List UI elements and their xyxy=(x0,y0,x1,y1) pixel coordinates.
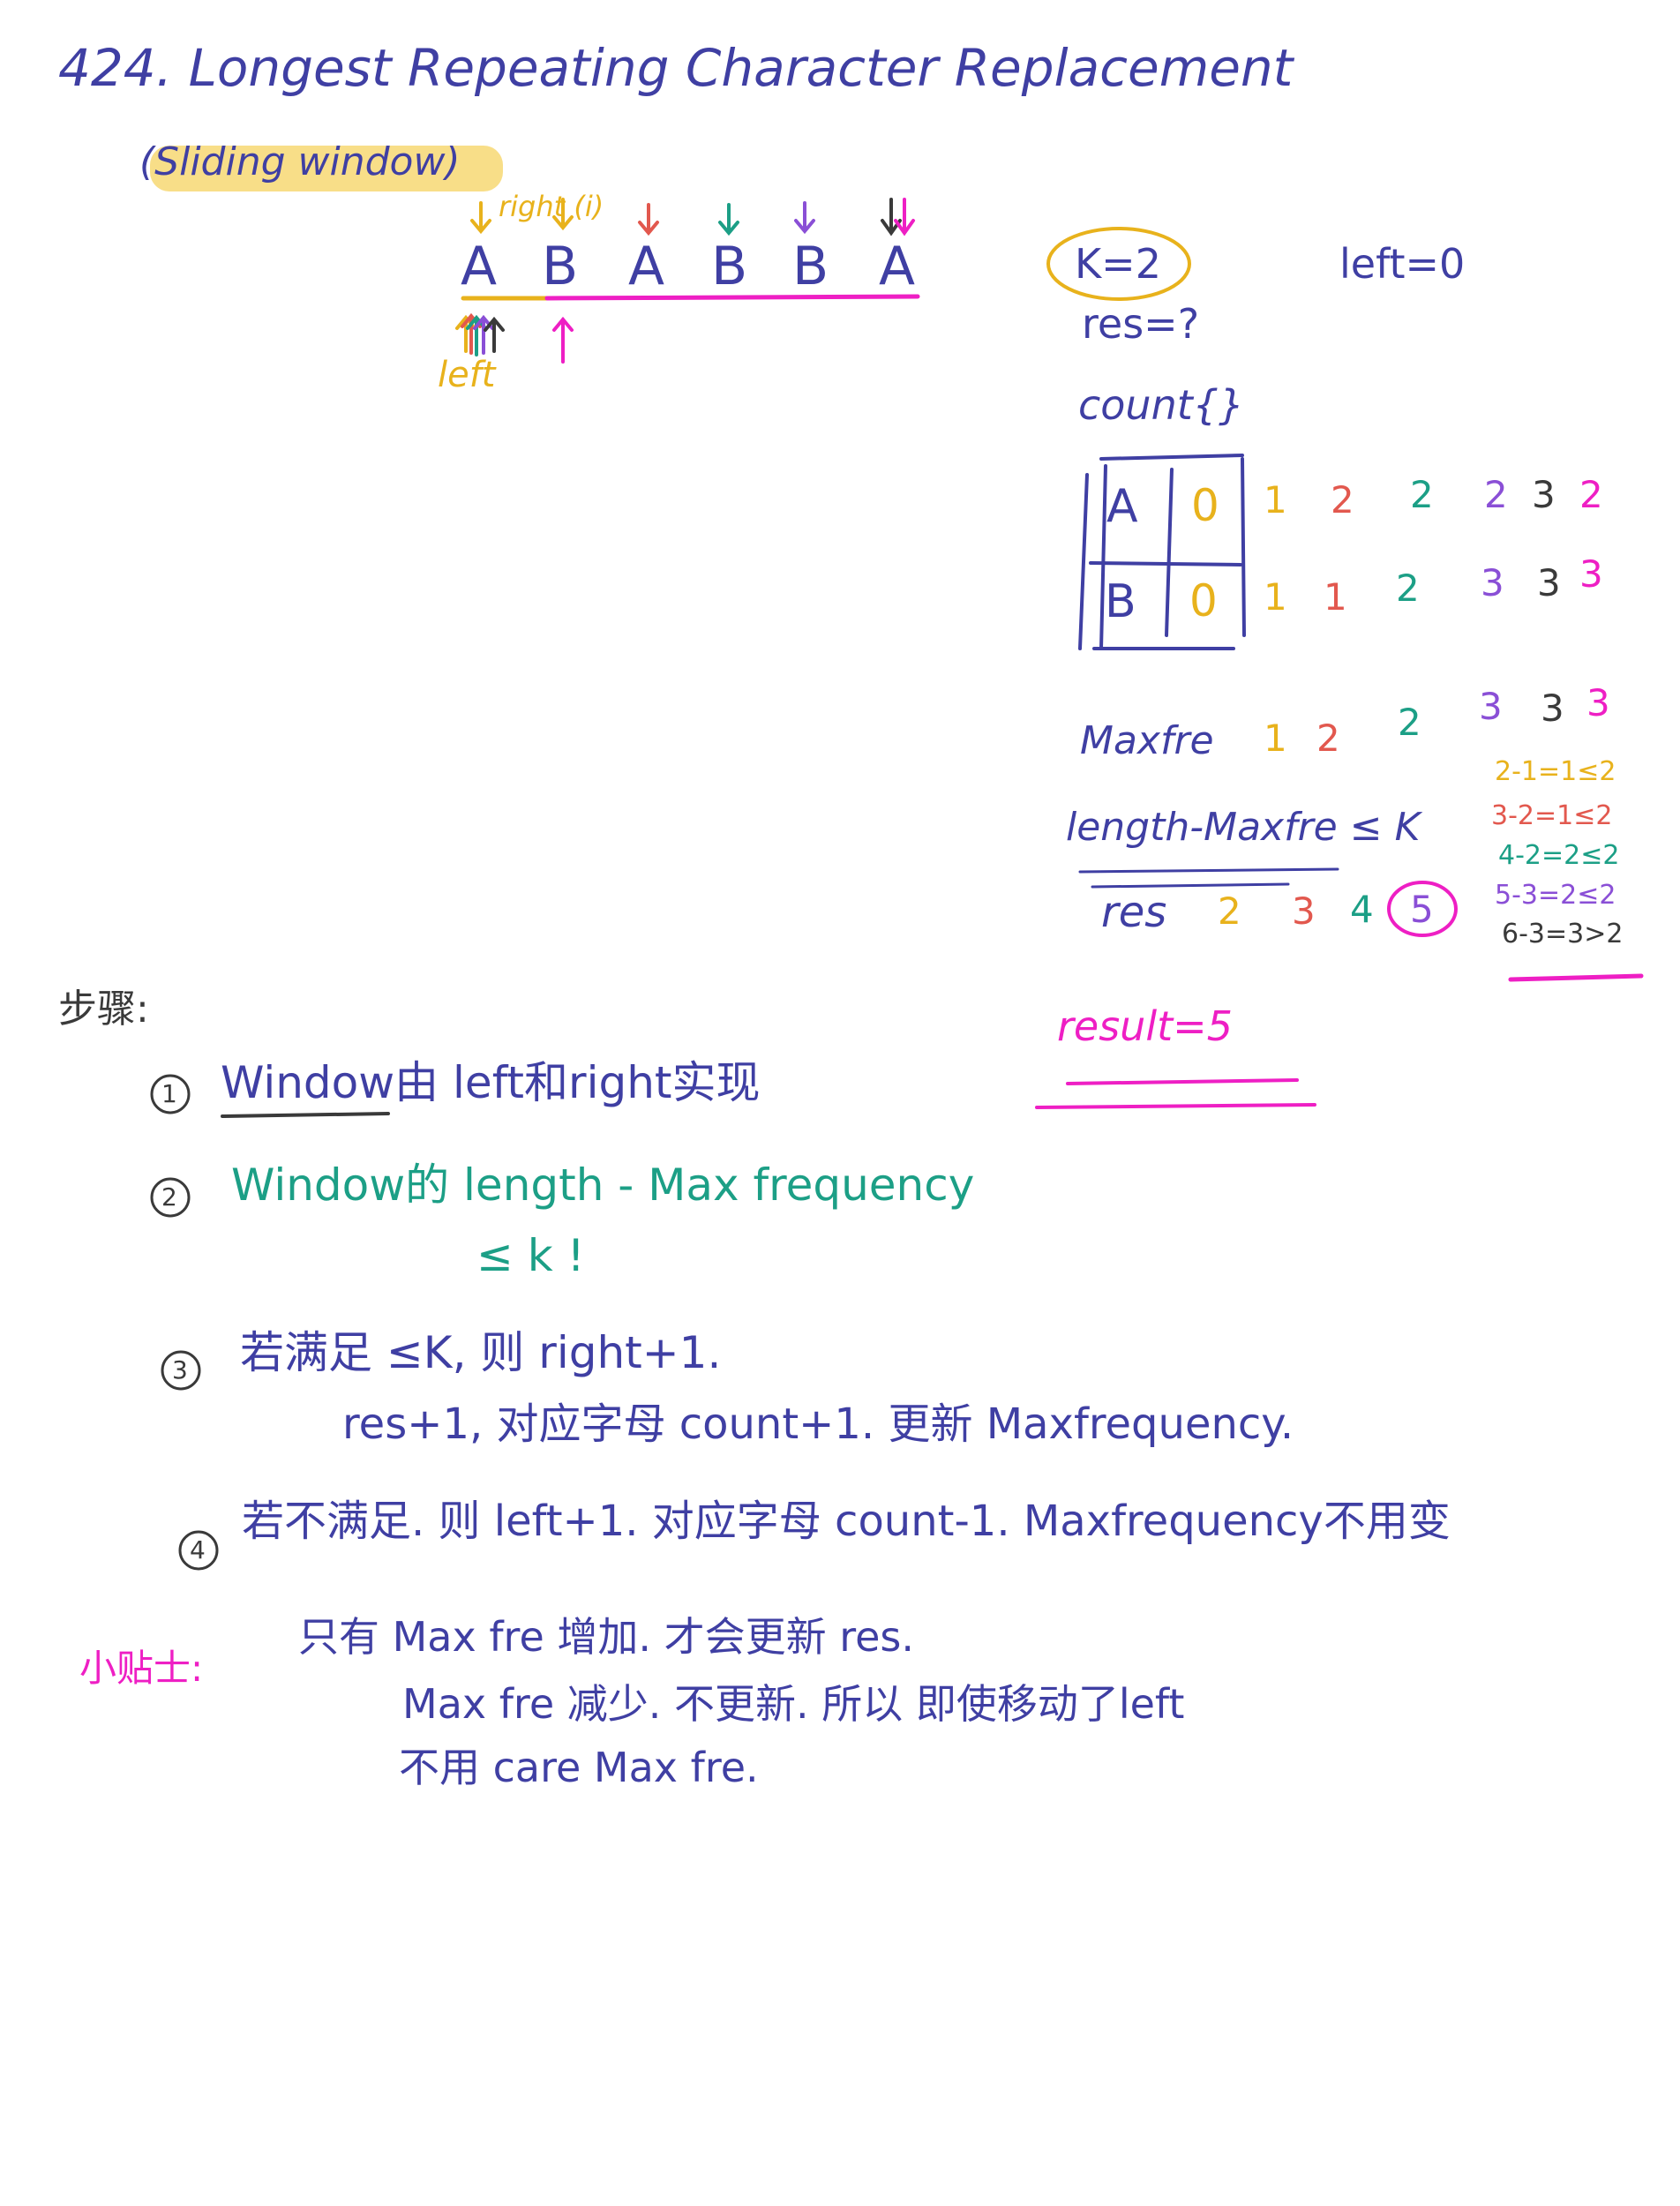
count-init-b: 0 xyxy=(1189,575,1218,627)
maxfre-4: 3 xyxy=(1479,685,1503,728)
step-3-text: 若满足 ≤K, 则 right+1. xyxy=(240,1327,722,1378)
count-b-4: 3 xyxy=(1481,561,1504,604)
subtitle: (Sliding window) xyxy=(139,139,461,184)
res-3: 4 xyxy=(1350,888,1374,931)
k-circle xyxy=(1046,227,1191,301)
count-a-2: 2 xyxy=(1331,478,1354,521)
right-arrows xyxy=(470,198,915,236)
count-letter-a: A xyxy=(1106,480,1138,533)
condition-label: length-Maxfre ≤ K xyxy=(1066,805,1421,850)
letter-4: B xyxy=(792,236,829,297)
count-a-3: 2 xyxy=(1410,473,1434,516)
step-circles xyxy=(150,1074,219,1571)
step-2-number: 2 xyxy=(161,1182,177,1212)
res-1: 2 xyxy=(1218,889,1241,933)
check-1: 2-1=1≤2 xyxy=(1495,756,1616,787)
tips-label: 小贴士: xyxy=(79,1647,204,1690)
count-a-4: 2 xyxy=(1484,473,1508,516)
letter-1: B xyxy=(542,236,579,297)
count-init-a: 0 xyxy=(1191,480,1219,531)
letter-3: B xyxy=(711,236,748,297)
maxfre-2: 2 xyxy=(1316,717,1340,760)
subtitle-highlight xyxy=(150,146,503,191)
step-1-number: 1 xyxy=(161,1079,177,1108)
count-b-2: 1 xyxy=(1324,575,1347,619)
step-3-number: 3 xyxy=(172,1355,188,1384)
letter-0: A xyxy=(461,236,498,297)
maxfre-6: 3 xyxy=(1586,681,1610,724)
res-5-circle xyxy=(1387,881,1458,937)
window-range-line xyxy=(544,294,920,301)
count-table-lines xyxy=(1078,454,1246,650)
count-a-6: 2 xyxy=(1579,473,1603,516)
left-arrows xyxy=(455,312,574,364)
maxfre-label: Maxfre xyxy=(1080,718,1214,763)
count-a-1: 1 xyxy=(1264,478,1287,521)
step-1-text: Window由 left和right实现 xyxy=(221,1057,761,1108)
left-pointer-label: left xyxy=(438,355,496,395)
letter-2: A xyxy=(628,236,665,297)
count-label: count{} xyxy=(1078,381,1245,429)
maxfre-1: 1 xyxy=(1264,717,1287,760)
count-b-6: 3 xyxy=(1579,552,1603,596)
left-init: left=0 xyxy=(1339,240,1466,288)
check-2: 3-2=1≤2 xyxy=(1491,800,1613,831)
check-5: 6-3=3>2 xyxy=(1502,919,1624,949)
count-b-5: 3 xyxy=(1537,561,1561,604)
res-init: res=? xyxy=(1082,300,1200,348)
page-title: 424. Longest Repeating Character Replace… xyxy=(58,38,1294,98)
res-label: res xyxy=(1101,888,1167,937)
count-a-5: 3 xyxy=(1532,473,1556,516)
steps-heading: 步骤: xyxy=(58,987,149,1032)
maxfre-5: 3 xyxy=(1541,687,1564,730)
step-3-text-cont: res+1, 对应字母 count+1. 更新 Maxfrequency. xyxy=(342,1399,1294,1449)
step-2-text-cont: ≤ k ! xyxy=(476,1230,585,1281)
maxfre-3: 2 xyxy=(1398,701,1421,744)
count-b-3: 2 xyxy=(1396,567,1420,610)
k-value: K=2 xyxy=(1075,240,1161,288)
check-4: 5-3=2≤2 xyxy=(1495,880,1616,911)
count-b-1: 1 xyxy=(1264,575,1287,619)
step-4-number: 4 xyxy=(190,1535,206,1564)
tip-line-3: 不用 care Max fre. xyxy=(399,1744,759,1791)
tip-line-1: 只有 Max fre 增加. 才会更新 res. xyxy=(298,1613,915,1661)
res-2: 3 xyxy=(1292,889,1316,933)
step-2-text: Window的 length - Max frequency xyxy=(231,1159,975,1211)
tip-line-2: Max fre 减少. 不更新. 所以 即使移动了left xyxy=(402,1680,1185,1728)
check-3: 4-2=2≤2 xyxy=(1498,840,1620,871)
letter-5: A xyxy=(879,236,916,297)
count-letter-b: B xyxy=(1105,575,1136,628)
step-4-text: 若不满足. 则 left+1. 对应字母 count-1. Maxfrequen… xyxy=(242,1497,1451,1546)
right-pointer-label: right (i) xyxy=(499,190,604,223)
res-4: 5 xyxy=(1410,888,1434,931)
result-value: result=5 xyxy=(1057,1002,1233,1050)
